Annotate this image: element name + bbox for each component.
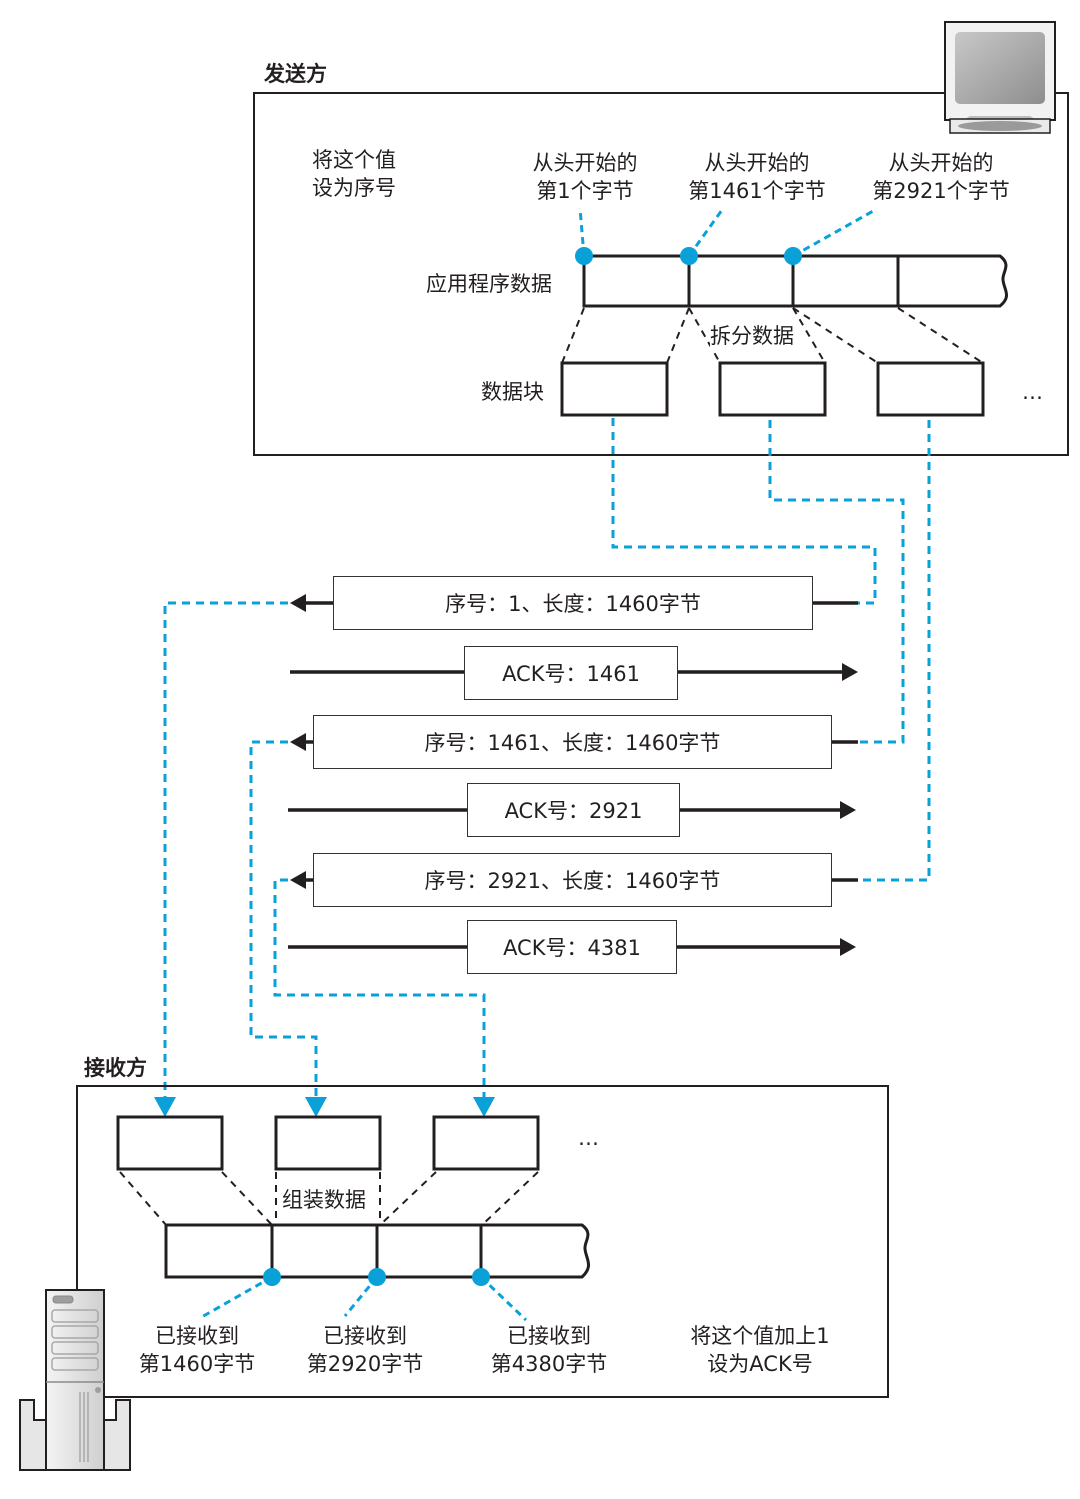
sender-frame: [253, 92, 1069, 456]
ack-packet-1461: ACK号：1461: [464, 646, 678, 700]
byte-marker-3-line2: 第2921个字节: [872, 179, 1010, 203]
packet-seq-2921: 序号：2921、长度：1460字节: [313, 853, 832, 907]
chunk-label: 数据块: [481, 380, 544, 404]
byte-marker-1-line2: 第1个字节: [536, 179, 634, 203]
receiver-chunk-3: [432, 1115, 540, 1171]
assemble-guides: [119, 1171, 539, 1226]
receiver-frame: [76, 1085, 889, 1398]
receiver-ellipsis: …: [578, 1126, 599, 1150]
received-dot-3: [472, 1268, 490, 1286]
packet-seq-1461: 序号：1461、长度：1460字节: [313, 715, 832, 769]
sender-chunk-3: [876, 361, 985, 417]
send-routes: [611, 418, 931, 882]
received-marker-3-line2: 第4380字节: [490, 1352, 608, 1376]
received-marker-1-line1: 已接收到: [155, 1324, 239, 1348]
received-marker-3-line1: 已接收到: [507, 1324, 591, 1348]
marker-dot-2: [680, 247, 698, 265]
marker-dot-1: [575, 247, 593, 265]
receiver-note-line1: 将这个值加上1: [690, 1324, 830, 1348]
split-guides: [561, 307, 984, 364]
byte-marker-1-line1: 从头开始的: [532, 151, 638, 175]
byte-markers: [575, 207, 876, 265]
packet-seq-1: 序号：1、长度：1460字节: [333, 576, 813, 630]
received-dot-2: [368, 1268, 386, 1286]
received-markers: [199, 1268, 528, 1322]
byte-marker-3-line1: 从头开始的: [888, 151, 994, 175]
sender-note-line1: 将这个值: [312, 148, 396, 172]
sender-title: 发送方: [264, 62, 327, 86]
sender-chunk-2: [718, 361, 827, 417]
app-data-label: 应用程序数据: [426, 272, 552, 296]
byte-marker-2-line1: 从头开始的: [704, 151, 810, 175]
assemble-label: 组装数据: [282, 1186, 366, 1214]
sender-chunk-1: [560, 361, 669, 417]
receiver-chunk-1: [116, 1115, 224, 1171]
byte-marker-2-line2: 第1461个字节: [688, 179, 826, 203]
sender-ellipsis: …: [1022, 380, 1043, 404]
ack-packet-2921: ACK号：2921: [467, 783, 680, 837]
receive-arrowheads: [154, 1097, 495, 1117]
receiver-title: 接收方: [84, 1056, 147, 1080]
received-dot-1: [263, 1268, 281, 1286]
receive-routes: [163, 601, 486, 1098]
packet-arrows-left: [290, 594, 858, 889]
receiver-chunk-2: [274, 1115, 382, 1171]
received-marker-2-line1: 已接收到: [323, 1324, 407, 1348]
ack-arrows-right: [288, 663, 858, 956]
receiver-note-line2: 设为ACK号: [707, 1352, 813, 1376]
server-icon: [19, 1289, 131, 1471]
marker-dot-3: [784, 247, 802, 265]
received-marker-1-line2: 第1460字节: [138, 1352, 256, 1376]
sender-note-line2: 设为序号: [312, 176, 396, 200]
received-marker-2-line2: 第2920字节: [306, 1352, 424, 1376]
split-label: 拆分数据: [710, 322, 794, 350]
computer-icon: [944, 21, 1056, 134]
sender-chunks: [560, 361, 985, 417]
ack-packet-4381: ACK号：4381: [467, 920, 677, 974]
receiver-chunks: [116, 1115, 540, 1171]
